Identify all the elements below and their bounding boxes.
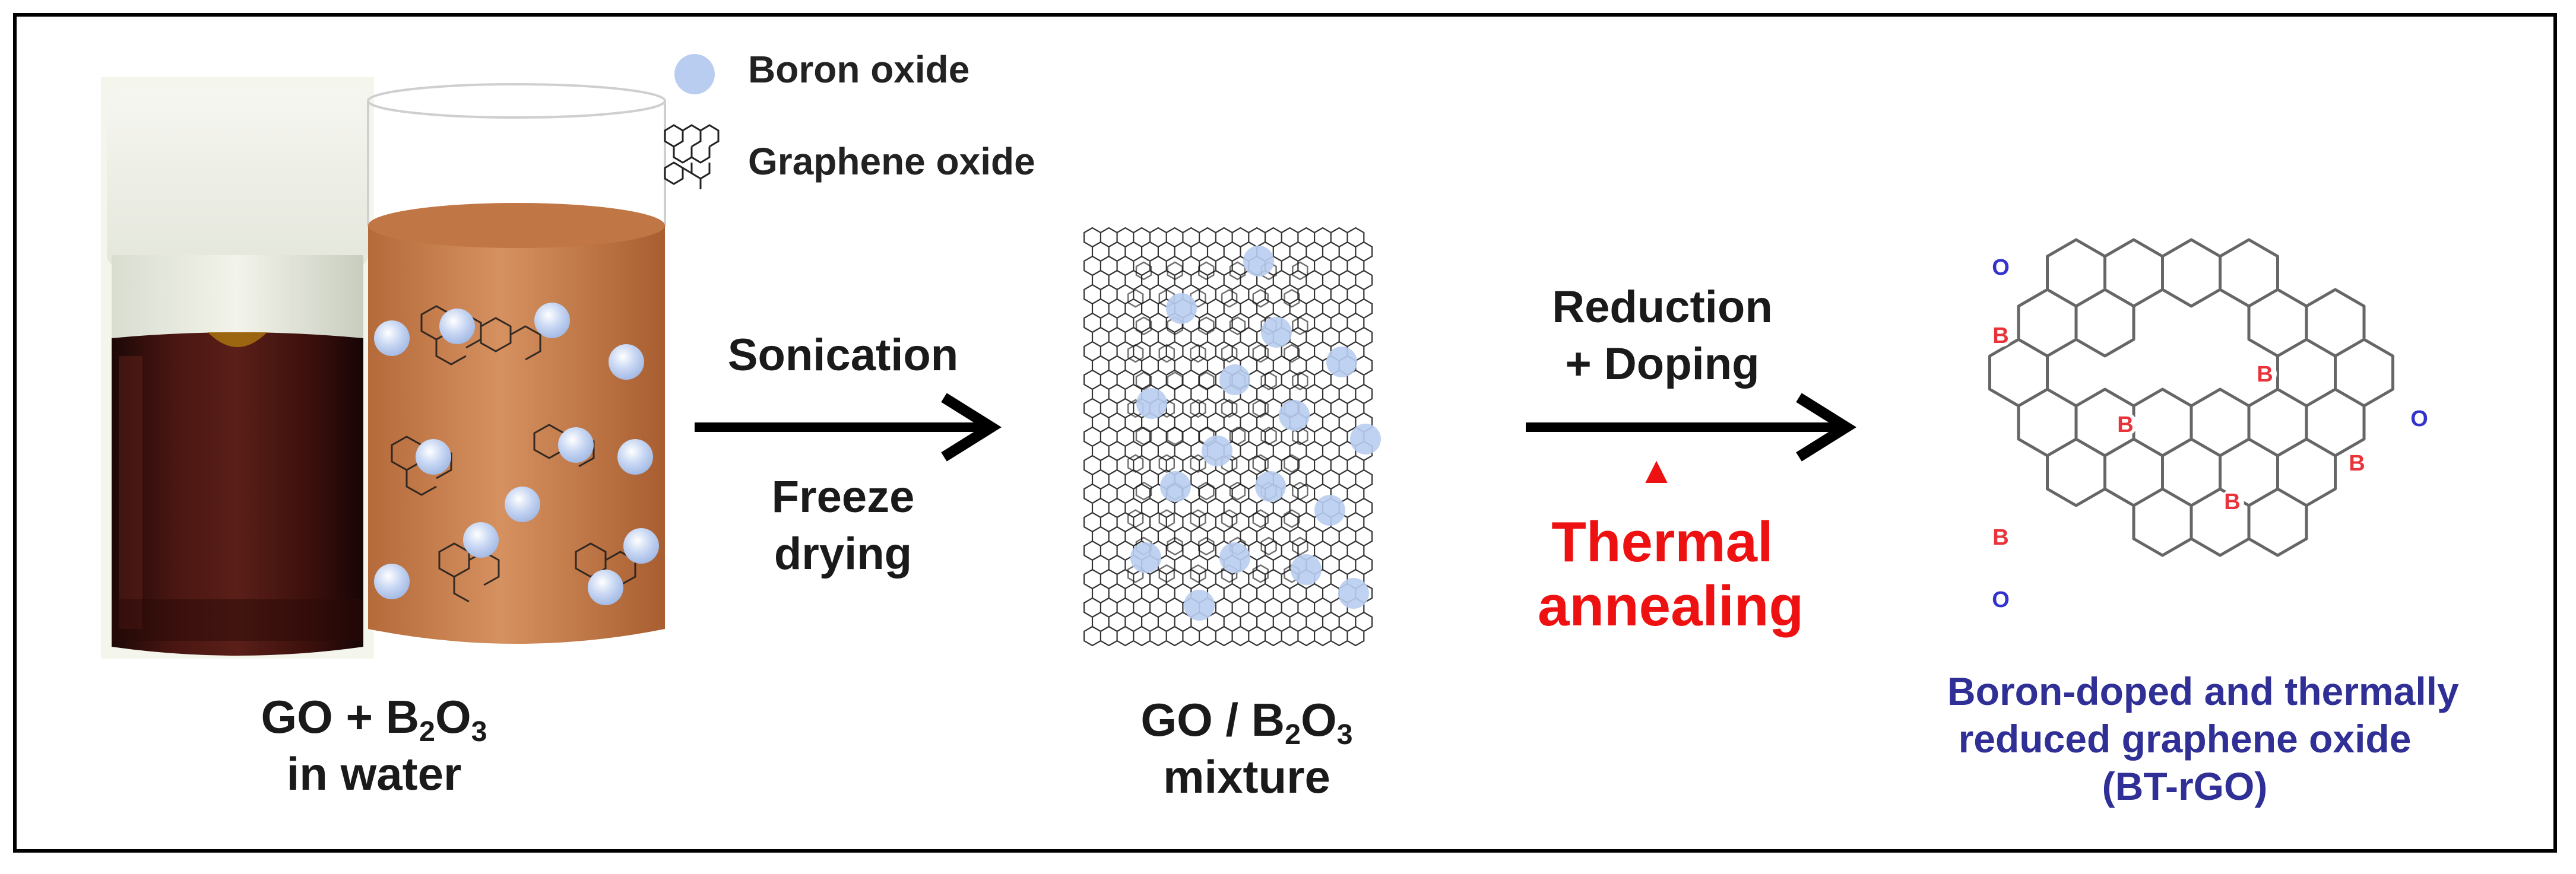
boron-atom-label: B <box>2117 412 2133 437</box>
oxygen-atom-label: O <box>1992 587 2010 612</box>
atom-background <box>1989 587 2013 611</box>
graphene-network <box>1083 227 1373 647</box>
boron-atom-label: B <box>1992 323 2008 348</box>
stage1-formula: GO + B2O3 <box>261 691 487 748</box>
boron-oxide-particle <box>1219 364 1250 395</box>
stage2-formula: GO / B2O3 <box>1140 694 1353 751</box>
boron-oxide-particle <box>1160 471 1191 502</box>
step2-thermal-annealing-label: Thermal annealing <box>1538 510 1804 638</box>
stage1-medium: in water <box>286 748 462 800</box>
vial-photo <box>101 77 374 659</box>
cylinder-schematic <box>367 83 666 644</box>
boron-atom-label: B <box>2257 362 2273 387</box>
boron-oxide-particle <box>1130 542 1161 573</box>
atom-background <box>2220 490 2244 513</box>
boron-oxide-particle <box>1314 495 1345 526</box>
step2-arrow <box>1526 393 1856 462</box>
graphene-oxide-legend-icon <box>664 124 720 189</box>
atom-background <box>1989 525 2013 549</box>
atom-background <box>1989 323 2013 347</box>
step2-reduction-doping-label: Reduction + Doping <box>1552 282 1773 389</box>
boron-oxide-particle <box>1219 542 1250 573</box>
step1-sonication-label: Sonication <box>727 330 959 380</box>
product-caption: Boron-doped and thermally reduced graphe… <box>1947 669 2459 808</box>
boron-oxide-particle <box>1243 246 1274 276</box>
go-b2o3-mixture-network <box>1083 227 1381 647</box>
atom-background <box>2407 406 2431 430</box>
atom-background <box>2114 412 2137 436</box>
boron-oxide-particle <box>1326 347 1357 377</box>
boron-atom-label: B <box>2224 490 2240 514</box>
atom-background <box>2253 362 2277 386</box>
stage2-caption: GO / B2O3 mixture <box>1069 691 1425 805</box>
oxygen-atom-label: O <box>1992 255 2010 280</box>
stage1-caption: GO + B2O3 in water <box>196 688 552 802</box>
oxygen-atom-label: O <box>2410 406 2428 431</box>
step1-arrow <box>695 393 1002 462</box>
step1-freeze-drying-label: Freeze drying <box>771 472 915 579</box>
stage2-state: mixture <box>1163 751 1330 803</box>
heat-triangle-icon: ▲ <box>1637 449 1675 491</box>
boron-oxide-legend-icon <box>674 54 715 94</box>
boron-oxide-particle <box>1202 436 1232 466</box>
legend-boron-oxide-label: Boron oxide <box>748 48 970 91</box>
boron-oxide-particle <box>1136 388 1167 419</box>
legend-graphene-oxide-label: Graphene oxide <box>748 140 1035 183</box>
boron-oxide-particle <box>1279 400 1310 431</box>
bt-rgo-structure: B B B B B B O O O <box>1988 238 2431 612</box>
boron-oxide-particle <box>1166 293 1197 324</box>
boron-atom-label: B <box>2349 451 2365 476</box>
boron-oxide-particle <box>1261 317 1292 348</box>
boron-oxide-particle <box>1255 471 1286 502</box>
boron-oxide-particle <box>1350 424 1381 455</box>
atom-background <box>1989 255 2013 279</box>
boron-oxide-particle <box>1184 590 1215 621</box>
boron-atom-label: B <box>1992 525 2008 550</box>
boron-oxide-particle <box>1338 578 1369 609</box>
rgo-lattice <box>1988 238 2394 557</box>
atom-background <box>2345 451 2369 475</box>
boron-oxide-particle <box>1291 554 1322 585</box>
